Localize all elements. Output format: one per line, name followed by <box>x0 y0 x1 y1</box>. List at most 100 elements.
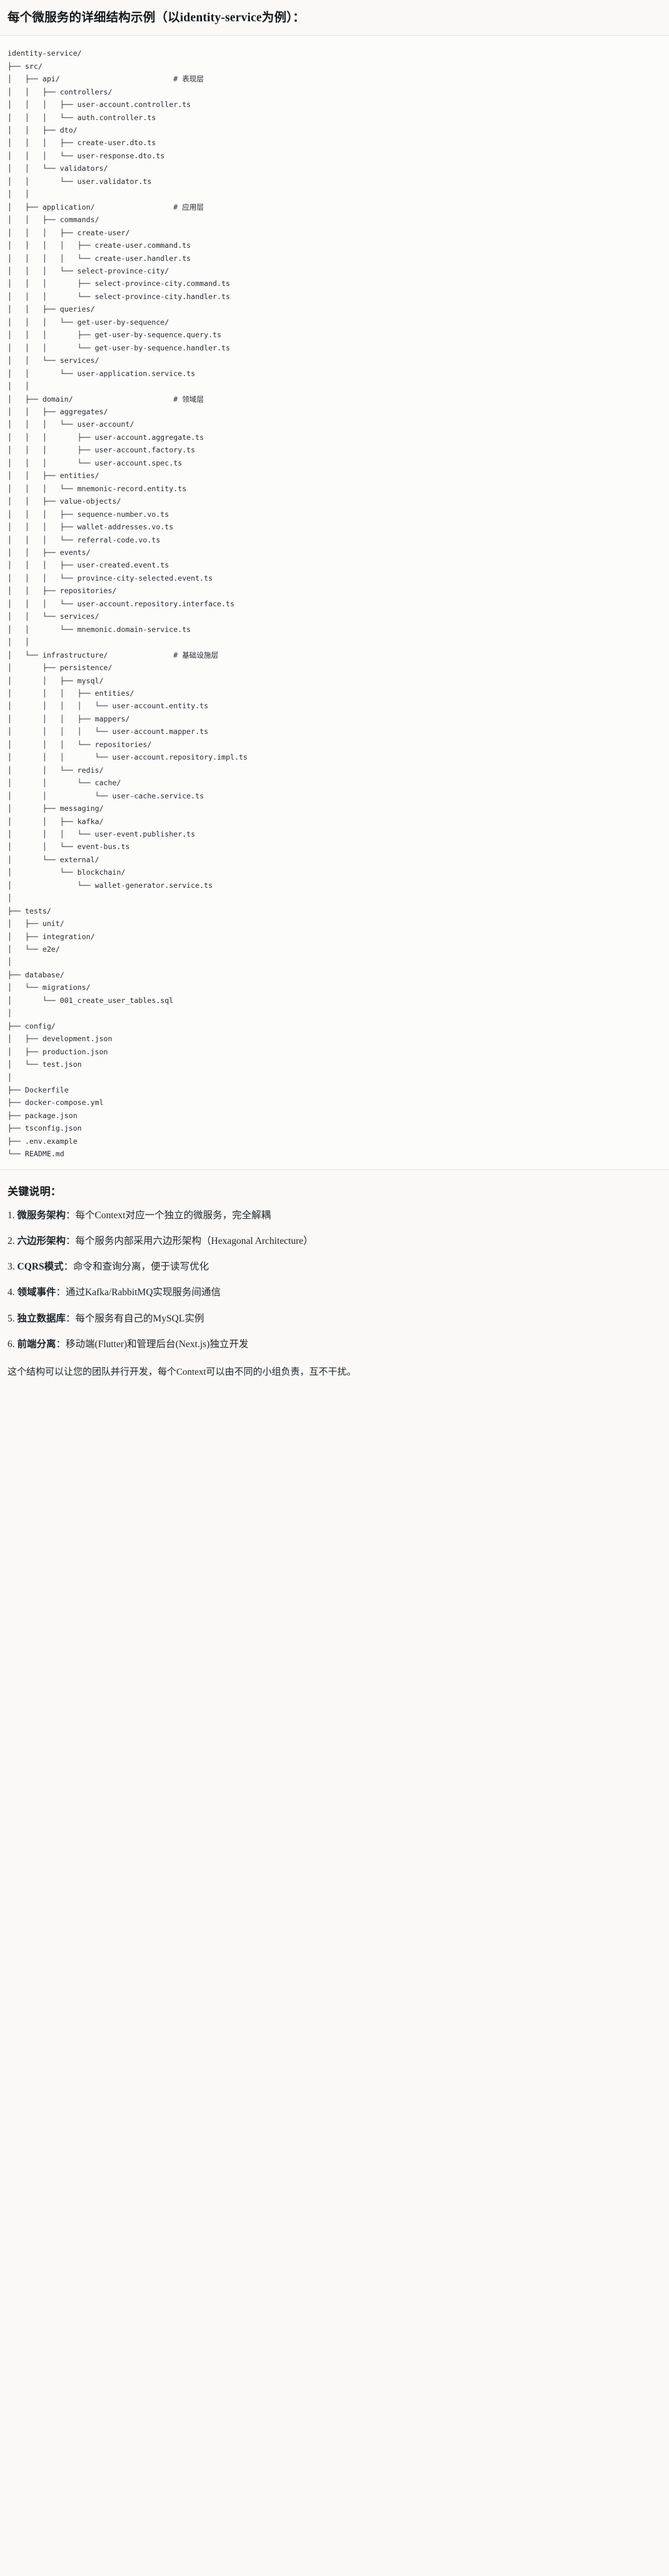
tree-line: │ │ │ ├── select-province-city.command.t… <box>8 279 230 288</box>
tree-line: │ │ <box>8 382 29 391</box>
tree-line: │ │ │ └── user-account.spec.ts <box>8 458 183 467</box>
note-term: 领域事件 <box>17 1287 56 1298</box>
tree-line: │ │ └── services/ <box>8 356 99 365</box>
note-body: 每个Context对应一个独立的微服务，完全解耦 <box>75 1209 271 1221</box>
note-body: 通过Kafka/RabbitMQ实现服务间通信 <box>66 1287 221 1298</box>
closing-paragraph: 这个结构可以让您的团队并行开发，每个Context可以由不同的小组负责，互不干扰… <box>8 1367 356 1378</box>
note-term: 六边形架构 <box>17 1235 66 1246</box>
note-separator: ： <box>66 1235 76 1246</box>
tree-line: │ │ ├── dto/ <box>8 126 78 135</box>
tree-line: │ │ │ ├── sequence-number.vo.ts <box>8 509 169 519</box>
tree-line: │ │ │ └── referral-code.vo.ts <box>8 535 161 544</box>
note-number: 2. <box>8 1235 15 1246</box>
tree-line: │ │ ├── events/ <box>8 547 91 557</box>
tree-line: │ │ └── services/ <box>8 612 99 621</box>
tree-line: │ └── 001_create_user_tables.sql <box>8 995 174 1005</box>
tree-line: │ │ └── redis/ <box>8 765 104 775</box>
tree-line: │ └── external/ <box>8 855 99 864</box>
tree-line: │ │ └── user-cache.service.ts <box>8 791 204 800</box>
note-item: 4. 领域事件：通过Kafka/RabbitMQ实现服务间通信 <box>8 1285 661 1300</box>
tree-line: │ │ ├── kafka/ <box>8 817 104 826</box>
tree-line: │ │ │ ├── wallet-addresses.vo.ts <box>8 522 174 532</box>
tree-line: ├── package.json <box>8 1111 78 1120</box>
page-title: 每个微服务的详细结构示例（以identity-service为例）： <box>8 11 305 24</box>
tree-line: │ ├── application/ # 应用层 <box>8 202 204 211</box>
note-number: 6. <box>8 1338 15 1350</box>
tree-line: │ │ └── mnemonic.domain-service.ts <box>8 624 191 634</box>
tree-line: │ │ │ │ ├── create-user.command.ts <box>8 241 191 250</box>
note-body: 移动端(Flutter)和管理后台(Next.js)独立开发 <box>66 1338 249 1350</box>
tree-line: │ │ │ ├── mappers/ <box>8 714 130 723</box>
note-body: 每个服务内部采用六边形架构（Hexagonal Architecture） <box>75 1235 313 1246</box>
note-separator: ： <box>66 1209 76 1221</box>
tree-line: │ │ │ │ └── user-account.mapper.ts <box>8 727 209 736</box>
tree-line: │ │ <box>8 190 29 199</box>
tree-line: │ │ ├── aggregates/ <box>8 407 108 416</box>
directory-tree: identity-service/├── src/│ ├── api/ # 表现… <box>8 47 661 1160</box>
note-item: 6. 前端分离：移动端(Flutter)和管理后台(Next.js)独立开发 <box>8 1337 661 1352</box>
note-number: 1. <box>8 1209 15 1221</box>
tree-line: │ │ └── user.validator.ts <box>8 176 152 186</box>
tree-line: ├── database/ <box>8 970 64 979</box>
tree-line: │ │ │ │ └── user-account.entity.ts <box>8 701 209 711</box>
note-number: 4. <box>8 1287 15 1298</box>
note-number: 3. <box>8 1261 15 1273</box>
tree-line: ├── tests/ <box>8 906 51 915</box>
tree-line: │ │ │ ├── create-user.dto.ts <box>8 138 156 148</box>
tree-line: └── README.md <box>8 1149 64 1159</box>
note-separator: ： <box>56 1338 66 1350</box>
tree-line: │ │ │ ├── entities/ <box>8 688 134 698</box>
document-page: 每个微服务的详细结构示例（以identity-service为例）： ident… <box>0 11 669 1392</box>
tree-line: │ └── test.json <box>8 1060 82 1069</box>
tree-line: │ │ │ └── user-response.dto.ts <box>8 151 165 160</box>
note-number: 5. <box>8 1313 15 1324</box>
tree-line: │ │ │ └── get-user-by-sequence/ <box>8 317 169 327</box>
tree-line: │ │ │ ├── user-account.factory.ts <box>8 445 196 455</box>
tree-line: │ │ │ └── mnemonic-record.entity.ts <box>8 484 187 493</box>
directory-tree-block: identity-service/├── src/│ ├── api/ # 表现… <box>0 36 669 1170</box>
tree-line: │ └── infrastructure/ # 基础设施层 <box>8 650 219 659</box>
note-body: 命令和查询分离，便于读写优化 <box>73 1261 209 1273</box>
tree-line: │ │ └── cache/ <box>8 778 121 788</box>
tree-line: │ │ ├── entities/ <box>8 471 99 481</box>
tree-line: │ │ └── user-application.service.ts <box>8 369 196 378</box>
tree-line: │ ├── api/ # 表现层 <box>8 74 204 84</box>
tree-line: │ │ │ └── select-province-city.handler.t… <box>8 292 230 301</box>
tree-line: │ └── e2e/ <box>8 945 60 954</box>
tree-line: │ │ ├── queries/ <box>8 305 95 314</box>
tree-line: │ ├── messaging/ <box>8 804 104 813</box>
tree-line: ├── .env.example <box>8 1136 78 1146</box>
tree-line: │ ├── development.json <box>8 1034 113 1044</box>
tree-line: │ │ │ └── user-event.publisher.ts <box>8 829 196 838</box>
note-item: 1. 微服务架构：每个Context对应一个独立的微服务，完全解耦 <box>8 1208 661 1223</box>
tree-line: │ │ │ ├── get-user-by-sequence.query.ts <box>8 330 222 340</box>
note-item: 5. 独立数据库：每个服务有自己的MySQL实例 <box>8 1311 661 1326</box>
note-separator: ： <box>66 1313 76 1324</box>
tree-line: ├── tsconfig.json <box>8 1124 82 1133</box>
note-body: 每个服务有自己的MySQL实例 <box>75 1313 204 1324</box>
tree-line: │ <box>8 957 12 967</box>
tree-line: │ ├── integration/ <box>8 932 95 941</box>
note-separator: ： <box>63 1261 74 1273</box>
tree-line: │ └── migrations/ <box>8 983 91 992</box>
tree-line: │ ├── domain/ # 领域层 <box>8 394 204 404</box>
tree-line: │ ├── persistence/ <box>8 663 113 673</box>
tree-line: │ │ │ ├── create-user/ <box>8 228 130 237</box>
tree-line: │ └── blockchain/ <box>8 868 126 877</box>
tree-line: │ │ └── event-bus.ts <box>8 842 130 852</box>
tree-line: │ │ │ └── user-account.repository.impl.t… <box>8 753 248 762</box>
tree-line: │ ├── unit/ <box>8 919 64 929</box>
tree-line: │ │ │ └── auth.controller.ts <box>8 113 156 122</box>
tree-line: │ │ │ └── get-user-by-sequence.handler.t… <box>8 343 230 352</box>
note-term: 前端分离 <box>17 1338 56 1350</box>
tree-line: │ │ │ ├── user-created.event.ts <box>8 561 169 570</box>
note-term: 微服务架构 <box>17 1209 66 1221</box>
note-term: CQRS模式 <box>17 1261 64 1273</box>
tree-line: │ │ ├── repositories/ <box>8 586 117 596</box>
tree-line: ├── Dockerfile <box>8 1086 69 1095</box>
tree-line: │ │ ├── value-objects/ <box>8 497 121 506</box>
tree-line: identity-service/ <box>8 49 82 58</box>
tree-line: │ <box>8 1072 12 1082</box>
